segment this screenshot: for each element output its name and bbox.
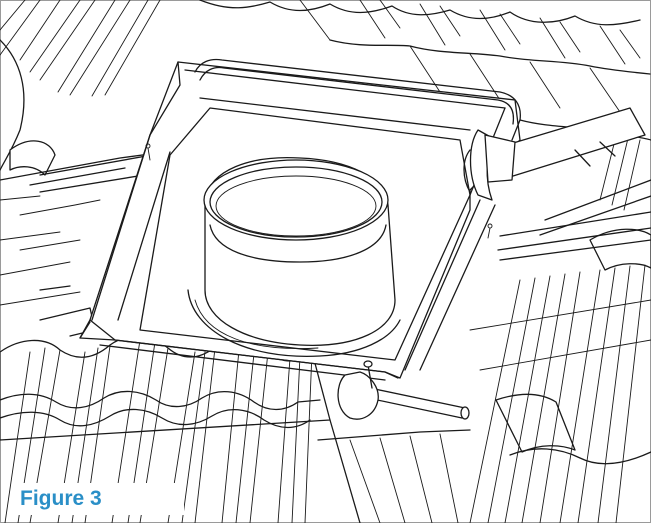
figure-caption: Figure 3 xyxy=(14,483,184,515)
vent-collar xyxy=(187,156,401,357)
tile-lifting-tool xyxy=(337,360,470,420)
hammer xyxy=(463,107,646,201)
